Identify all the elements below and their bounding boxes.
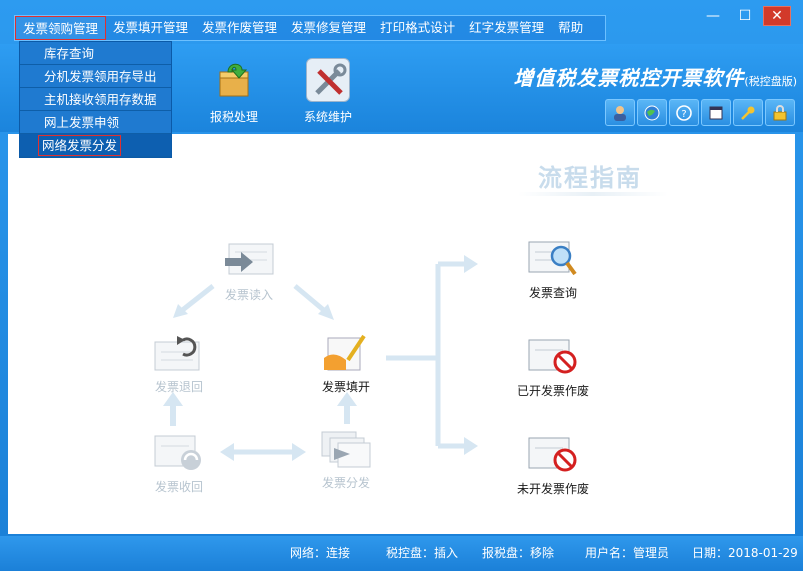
menu-print-format[interactable]: 打印格式设计 [380,20,456,35]
menu-help[interactable]: 帮助 [558,20,584,35]
flow-node-issue[interactable]: 发票填开 [301,334,391,395]
status-network: 网络：连接 [290,546,351,560]
flow-arrow-head [464,437,478,455]
invoice-return-icon [153,334,205,372]
flow-node-label: 发票读入 [224,288,273,302]
tax-report-button[interactable]: 报税处理 [199,58,269,125]
void-issued-icon [527,338,579,376]
invoice-recover-icon [153,434,205,472]
key-icon[interactable] [733,99,763,126]
flow-arrows [163,255,478,461]
void-unissued-icon [527,436,579,474]
flow-arrow-head [292,443,306,461]
invoice-query-icon [527,240,579,278]
flow-node-label: 发票分发 [321,476,370,490]
purchase-dropdown-menu: 库存查询 分机发票领用存导出 主机接收领用存数据 网上发票申领 网络发票分发 [19,41,172,158]
invoice-distribute-icon [320,430,372,468]
dropdown-item-export-usage[interactable]: 分机发票领用存导出 [20,65,171,88]
flow-node-void-issued[interactable]: 已开发票作废 [508,338,598,399]
brand-edition: (税控盘版) [744,75,797,88]
globe-icon[interactable] [637,99,667,126]
tax-report-label: 报税处理 [209,110,258,124]
system-maintenance-icon [306,58,350,102]
flow-node-void-unissued[interactable]: 未开发票作废 [508,436,598,497]
minimize-button[interactable]: — [706,8,720,24]
flow-node-recover[interactable]: 发票收回 [134,434,224,495]
flow-arrow-head [464,255,478,273]
system-maintenance-label: 系统维护 [303,110,352,124]
flow-node-read[interactable]: 发票读入 [204,242,294,303]
dropdown-item-receive-usage[interactable]: 主机接收领用存数据 [20,88,171,111]
dropdown-item-inventory-query[interactable]: 库存查询 [20,42,171,65]
status-report-disk: 报税盘：移除 [482,546,555,560]
maximize-button[interactable]: ☐ [738,8,752,24]
status-bar: 网络：连接 税控盘：插入 报税盘：移除 用户名：管理员 日期：2018-01-2… [0,536,803,571]
flow-node-distribute[interactable]: 发票分发 [301,430,391,491]
close-button[interactable]: ✕ [763,6,791,26]
app-brand: 增值税发票税控开票软件(税控盘版) [513,62,797,91]
brand-title: 增值税发票税控开票软件 [513,66,745,90]
flow-node-label: 发票查询 [528,286,577,300]
dropdown-item-label: 网络发票分发 [38,135,122,156]
flow-node-label: 发票收回 [154,480,203,494]
flow-node-label: 已开发票作废 [516,384,589,398]
flow-arrow-head [318,304,334,320]
dropdown-item-label: 库存查询 [44,46,95,61]
dropdown-item-label: 分机发票领用存导出 [44,69,157,84]
dropdown-item-label: 网上发票申领 [44,115,120,130]
user-icon[interactable] [605,99,635,126]
dropdown-item-label: 主机接收领用存数据 [44,92,157,107]
svg-text:?: ? [681,109,686,120]
invoice-read-icon [223,242,275,280]
status-user: 用户名：管理员 [585,546,670,560]
guide-title-underline [518,192,668,196]
icon-strip: ? [605,99,795,126]
flow-node-label: 发票退回 [154,380,203,394]
menu-invoice-void[interactable]: 发票作废管理 [202,20,278,35]
flow-arrow-head [337,392,357,406]
window-icon[interactable] [701,99,731,126]
flow-node-query[interactable]: 发票查询 [508,240,598,301]
status-date: 日期：2018-01-29 [692,546,798,560]
invoice-issue-icon [320,334,372,372]
system-maintenance-button[interactable]: 系统维护 [293,58,363,125]
menu-bar: 发票领购管理 发票填开管理 发票作废管理 发票修复管理 打印格式设计 红字发票管… [14,15,606,41]
help-icon[interactable]: ? [669,99,699,126]
flow-arrow-head [163,392,183,406]
dropdown-item-online-apply[interactable]: 网上发票申领 [20,111,171,134]
menu-invoice-issue[interactable]: 发票填开管理 [113,20,189,35]
dropdown-item-network-distribute[interactable]: 网络发票分发 [20,134,171,157]
flow-guide-panel: 流程指南 [8,134,795,534]
flow-node-return[interactable]: 发票退回 [134,334,224,395]
flow-node-label: 发票填开 [321,380,370,394]
flow-arrow-read-return [178,284,215,314]
menu-invoice-repair[interactable]: 发票修复管理 [291,20,367,35]
flow-arrow-head [220,443,234,461]
status-tax-disk: 税控盘：插入 [386,546,459,560]
menu-invoice-purchase[interactable]: 发票领购管理 [15,16,107,40]
flow-arrow-head [173,304,188,318]
lock-icon[interactable] [765,99,795,126]
flow-node-label: 未开发票作废 [516,482,589,496]
tax-report-icon [212,58,256,102]
menu-red-invoice[interactable]: 红字发票管理 [469,20,545,35]
window-controls: — ☐ ✕ [699,6,791,26]
flow-arrow-read-issue [293,284,328,314]
guide-title: 流程指南 [538,164,642,192]
